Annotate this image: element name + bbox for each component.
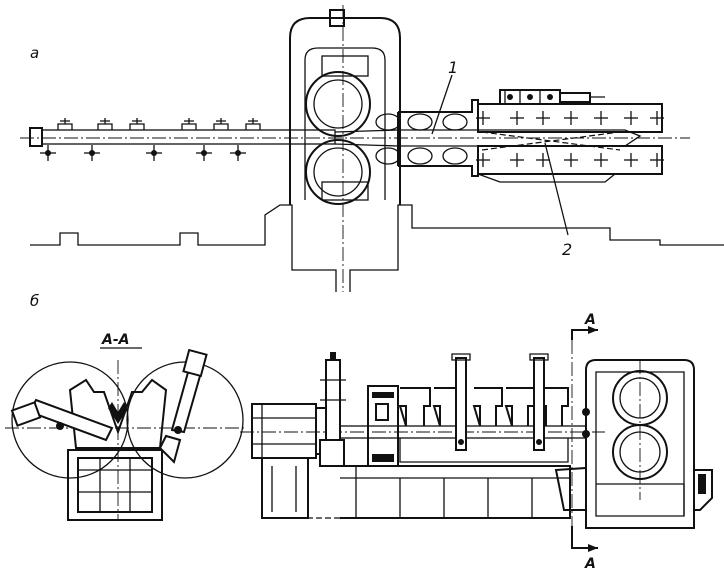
callout-1-leader <box>431 74 453 135</box>
callout-2-leader <box>544 142 569 236</box>
chock-lower <box>321 181 369 201</box>
stand-cylinders <box>451 353 549 451</box>
section-a-a: А-А <box>5 332 245 521</box>
lower-roll-inner <box>313 147 363 197</box>
exit-actuator <box>499 89 605 105</box>
exit-conveyor-lower <box>477 145 663 175</box>
view-a-plan: а 1 2 <box>20 5 724 292</box>
stand-window <box>304 47 386 200</box>
elevation-mill-stand <box>582 359 713 529</box>
view-a-label: а <box>30 44 39 62</box>
callout-1-label: 1 <box>448 58 458 77</box>
upper-roll <box>305 71 371 137</box>
entry-rod-end <box>29 127 43 147</box>
entry-upper-rollers <box>57 118 261 130</box>
section-base-frame <box>67 449 163 521</box>
lifting-cylinder-left <box>319 352 346 467</box>
section-mark-bottom: А <box>584 556 596 572</box>
section-left-arm-end <box>10 401 42 427</box>
chock-upper <box>321 55 369 77</box>
section-cut-marks <box>571 326 598 552</box>
exit-conveyor-rollers <box>476 111 664 167</box>
view-b-elevation: б А-А <box>5 292 713 572</box>
exit-conveyor-upper <box>477 103 663 133</box>
view-b-label: б <box>30 292 39 310</box>
swing-circle-left <box>11 361 129 479</box>
section-a-a-title: А-А <box>101 332 129 348</box>
exit-conveyor-skirt <box>477 173 616 183</box>
section-right-arm-end <box>182 348 208 378</box>
lower-roll <box>305 139 371 205</box>
section-v-cradle <box>68 378 168 449</box>
main-lower-frame <box>340 465 587 519</box>
foundation-outline <box>30 204 724 292</box>
exit-guide-ellipses <box>375 113 468 165</box>
callout-2-label: 2 <box>562 240 572 259</box>
exit-hidden-lines <box>481 131 621 151</box>
upper-roll-inner <box>313 79 363 129</box>
section-mark-top: А <box>584 312 596 328</box>
exit-rod-taper <box>334 129 642 147</box>
stand-cap <box>329 9 345 27</box>
entry-lower-rollers <box>40 145 246 161</box>
